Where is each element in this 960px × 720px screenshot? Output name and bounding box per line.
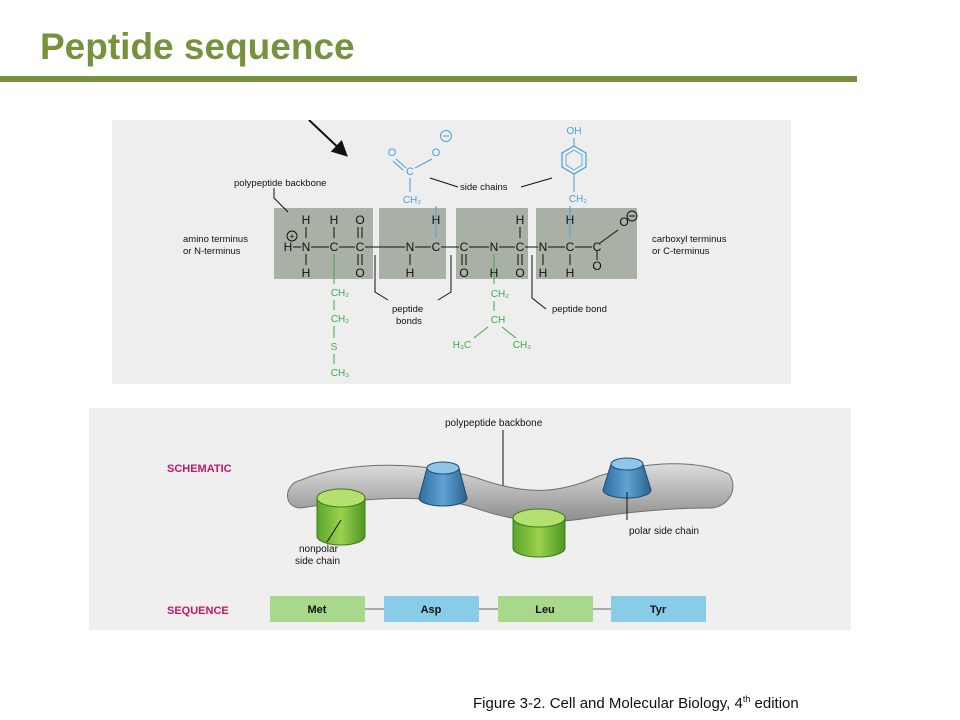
svg-text:H: H — [284, 240, 293, 254]
svg-text:CH₂: CH₂ — [491, 289, 509, 300]
svg-text:O: O — [355, 213, 364, 227]
sequence-residue-asp — [384, 596, 479, 622]
tyrosine-side-chain: OH CH₂ — [561, 126, 587, 238]
polar-side-chain-2 — [602, 457, 652, 499]
label-polar-side-chain: polar side chain — [629, 526, 699, 537]
svg-text:C: C — [432, 240, 441, 254]
label-schematic: SCHEMATIC — [167, 463, 232, 475]
label-n-terminus: or N-terminus — [183, 246, 241, 257]
label-sequence: SEQUENCE — [167, 605, 229, 617]
label-nonpolar-1: nonpolar — [299, 544, 339, 555]
residue-box-1 — [274, 208, 373, 279]
svg-text:N: N — [406, 240, 415, 254]
svg-text:CH: CH — [491, 315, 505, 326]
nonpolar-side-chain-1 — [316, 488, 366, 546]
residue-box-4 — [536, 208, 637, 279]
label-peptide-bonds-2: bonds — [396, 316, 422, 327]
slide-title: Peptide sequence — [40, 26, 355, 67]
svg-text:S: S — [331, 342, 338, 353]
label-side-chains: side chains — [460, 182, 508, 193]
svg-text:C: C — [516, 240, 525, 254]
peptide-structure-diagram: polypeptide backbone side chains amino t… — [112, 119, 791, 384]
svg-text:H: H — [302, 213, 311, 227]
figure-caption: Figure 3-2. Cell and Molecular Biology, … — [473, 694, 799, 712]
peptide-structure-svg: polypeptide backbone side chains amino t… — [183, 119, 727, 379]
svg-text:H: H — [302, 266, 311, 280]
svg-text:O: O — [459, 266, 468, 280]
sequence-label-tyr: Tyr — [650, 604, 667, 616]
svg-text:H: H — [330, 213, 339, 227]
svg-text:CH₂: CH₂ — [569, 194, 587, 205]
svg-text:CH₃: CH₃ — [331, 368, 350, 379]
label-peptide-bonds-1: peptide — [392, 304, 423, 315]
svg-text:C: C — [460, 240, 469, 254]
label-polypeptide-backbone: polypeptide backbone — [234, 178, 326, 189]
svg-text:O: O — [592, 259, 601, 273]
svg-text:C: C — [356, 240, 365, 254]
sequence-label-asp: Asp — [421, 604, 442, 616]
svg-text:CH₂: CH₂ — [331, 314, 349, 325]
svg-text:O: O — [355, 266, 364, 280]
label-amino-terminus: amino terminus — [183, 234, 248, 245]
pointer-arrow — [308, 119, 348, 157]
svg-text:CH₂: CH₂ — [331, 288, 349, 299]
svg-text:H: H — [516, 213, 525, 227]
svg-text:H: H — [406, 266, 415, 280]
caption-suffix: edition — [750, 695, 799, 712]
svg-text:N: N — [490, 240, 499, 254]
svg-text:O: O — [388, 147, 397, 159]
svg-text:C: C — [566, 240, 575, 254]
svg-text:+: + — [289, 232, 294, 242]
label-c-terminus: or C-terminus — [652, 246, 710, 257]
nonpolar-side-chain-2 — [512, 508, 566, 558]
svg-text:C: C — [406, 166, 414, 178]
svg-text:O: O — [619, 215, 628, 229]
aspartate-side-chain: O O C CH₂ — [388, 147, 441, 206]
caption-superscript: th — [742, 694, 751, 704]
caption-text: Figure 3-2. Cell and Molecular Biology, … — [473, 695, 743, 712]
label-schematic-backbone: polypeptide backbone — [445, 418, 543, 429]
sequence-residue-leu — [498, 596, 593, 622]
peptide-schematic-diagram: SCHEMATIC SEQUENCE polypeptide backbone … — [89, 408, 851, 630]
methionine-side-chain: CH₂ CH₂ S CH₃ — [331, 254, 350, 379]
sequence-label-met: Met — [308, 604, 327, 616]
label-peptide-bond: peptide bond — [552, 304, 607, 315]
sequence-label-leu: Leu — [535, 604, 555, 616]
svg-text:OH: OH — [567, 126, 582, 137]
svg-text:N: N — [302, 240, 311, 254]
label-nonpolar-2: side chain — [295, 556, 340, 567]
sequence-residue-met — [270, 596, 365, 622]
svg-text:H: H — [566, 266, 575, 280]
svg-text:N: N — [539, 240, 548, 254]
svg-text:O: O — [515, 266, 524, 280]
peptide-schematic-svg: SCHEMATIC SEQUENCE polypeptide backbone … — [167, 418, 734, 622]
svg-text:H₃C: H₃C — [453, 340, 472, 351]
svg-text:C: C — [593, 240, 602, 254]
svg-text:O: O — [432, 147, 441, 159]
svg-text:C: C — [330, 240, 339, 254]
leucine-side-chain: CH₂ CH H₃C CH₃ — [453, 254, 532, 351]
polar-side-chain-1 — [418, 461, 468, 507]
svg-text:H: H — [539, 266, 548, 280]
svg-text:CH₃: CH₃ — [513, 340, 532, 351]
label-carboxyl-terminus: carboxyl terminus — [652, 234, 727, 245]
title-rule — [0, 76, 857, 82]
svg-text:CH₂: CH₂ — [403, 195, 421, 206]
residue-box-2 — [379, 208, 446, 279]
residue-box-3 — [456, 208, 528, 279]
sequence-residue-tyr — [611, 596, 706, 622]
